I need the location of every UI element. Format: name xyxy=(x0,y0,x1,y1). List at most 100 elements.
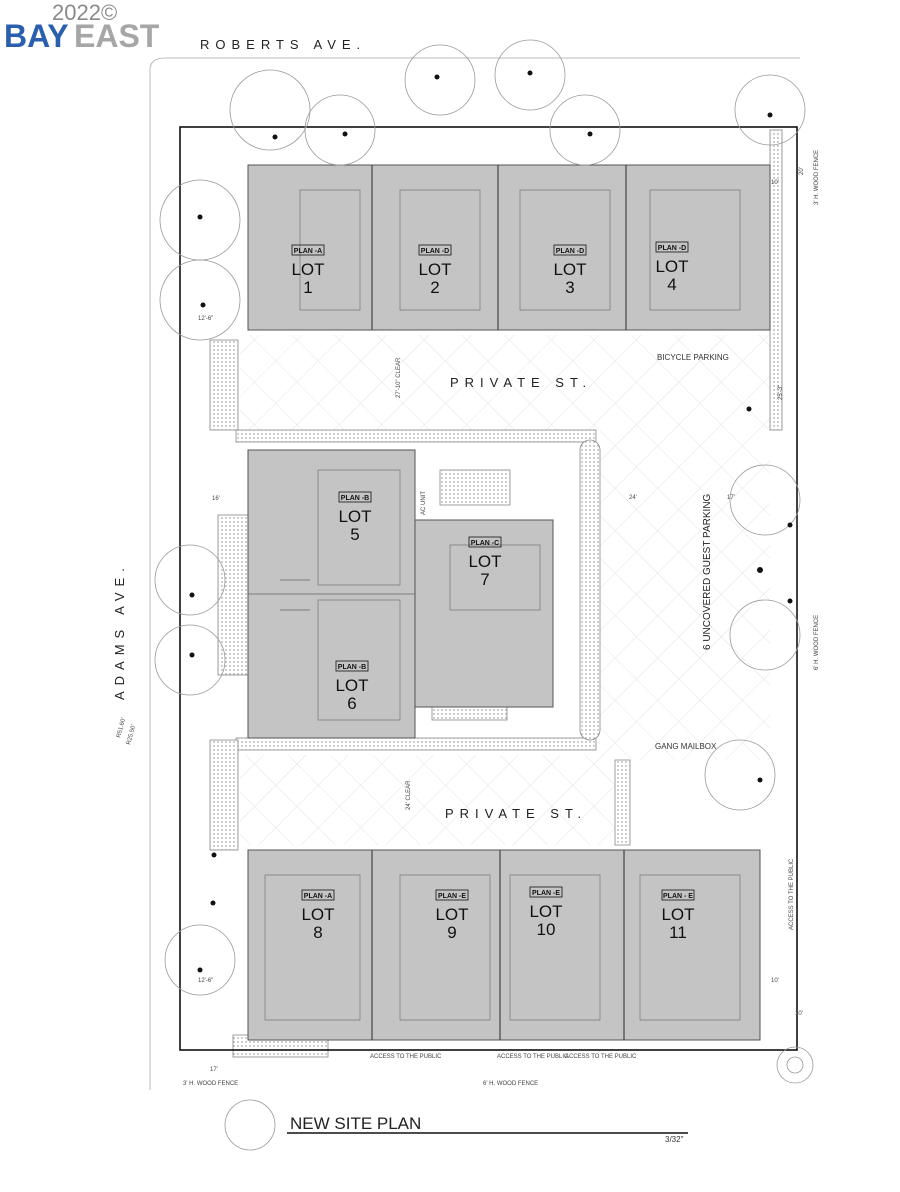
plan-label: PLAN -D xyxy=(658,245,686,252)
walkway xyxy=(209,739,239,851)
svg-text:27'-10" CLEAR: 27'-10" CLEAR xyxy=(396,357,402,398)
plan-tag xyxy=(661,889,695,901)
lot-word: LOT xyxy=(338,507,371,526)
walkway xyxy=(209,339,239,431)
lot-number: 10 xyxy=(537,920,556,939)
svg-text:17': 17' xyxy=(727,495,735,501)
drawing-title: NEW SITE PLAN xyxy=(290,1114,421,1133)
bicycle-parking-label: BICYCLE PARKING xyxy=(657,353,729,362)
private-street-bottom-label: PRIVATE ST. xyxy=(445,806,587,821)
lot-number: 4 xyxy=(667,275,676,294)
lot-word: LOT xyxy=(468,552,501,571)
lot-number: 11 xyxy=(669,923,687,942)
lot-word: LOT xyxy=(418,260,451,279)
lot-number: 9 xyxy=(447,923,456,942)
lot-word: LOT xyxy=(553,260,586,279)
access-public-3: ACCESS TO THE PUBLIC xyxy=(565,1054,637,1060)
guest-parking-area xyxy=(600,430,770,760)
svg-text:24': 24' xyxy=(629,495,637,501)
lot-number: 3 xyxy=(565,278,574,297)
plan-label: PLAN - E xyxy=(663,893,693,900)
north-arrow-icon xyxy=(224,1099,276,1151)
svg-text:10': 10' xyxy=(795,1011,803,1017)
dimensions: 20' 10' 12'-6" 27'-10" CLEAR 25'-3" 16' … xyxy=(116,167,805,1073)
gang-mailbox-label: GANG MAILBOX xyxy=(655,742,717,751)
plan-tag xyxy=(301,889,335,901)
plan-label: PLAN -E xyxy=(532,890,560,897)
plan-tag xyxy=(338,491,372,503)
lot-number: 1 xyxy=(303,278,312,297)
plan-tag xyxy=(291,244,325,256)
logo-east: EAST xyxy=(74,18,160,54)
svg-text:20': 20' xyxy=(799,167,805,175)
drawing-scale: 3/32" xyxy=(665,1135,684,1144)
plan-label: PLAN -D xyxy=(556,248,584,255)
property-boundary xyxy=(179,126,798,1051)
svg-text:10': 10' xyxy=(771,180,779,186)
access-public-1: ACCESS TO THE PUBLIC xyxy=(370,1054,442,1060)
plan-label: PLAN -B xyxy=(341,495,369,502)
access-public-2: ACCESS TO THE PUBLIC xyxy=(497,1054,569,1060)
building-lots-1-4 xyxy=(247,164,771,331)
lot-word: LOT xyxy=(301,905,334,924)
plan-label: PLAN -C xyxy=(471,540,499,547)
walkway xyxy=(235,429,597,443)
lot-word: LOT xyxy=(655,257,688,276)
svg-text:17': 17' xyxy=(210,1067,218,1073)
walkway xyxy=(579,439,601,741)
private-street-bottom xyxy=(240,755,630,845)
svg-text:R25.50': R25.50' xyxy=(126,724,137,745)
curb-line xyxy=(149,57,800,1090)
building-lots-5-7 xyxy=(247,449,554,739)
svg-text:25'-3": 25'-3" xyxy=(778,385,784,400)
fence-3-bottom: 3' H. WOOD FENCE xyxy=(183,1081,238,1087)
plan-label: PLAN -A xyxy=(294,248,322,255)
lot-number: 6 xyxy=(347,694,356,713)
street-adams: ADAMS AVE. xyxy=(112,562,127,700)
plan-tag xyxy=(418,244,452,256)
lot-word: LOT xyxy=(291,260,324,279)
ac-unit-label: AC UNIT xyxy=(421,491,427,515)
walkway xyxy=(614,759,631,846)
svg-text:R51.60': R51.60' xyxy=(116,717,127,738)
plan-tag xyxy=(553,244,587,256)
fence-3-top: 3' H. WOOD FENCE xyxy=(814,150,820,205)
street-roberts: ROBERTS AVE. xyxy=(200,37,366,52)
lot-word: LOT xyxy=(661,905,694,924)
fence-6-bottom: 6' H. WOOD FENCE xyxy=(483,1081,538,1087)
plan-tag xyxy=(435,889,469,901)
logo-year: 2022© xyxy=(52,0,117,25)
guest-parking-label: 6 UNCOVERED GUEST PARKING xyxy=(702,493,713,650)
plan-label: PLAN -B xyxy=(338,664,366,671)
lot-word: LOT xyxy=(435,905,468,924)
plan-label: PLAN -D xyxy=(421,248,449,255)
planter xyxy=(217,514,251,676)
fence-6-right: 6' H. WOOD FENCE xyxy=(814,615,820,670)
svg-text:10': 10' xyxy=(771,978,779,984)
plan-tag xyxy=(468,536,502,548)
svg-text:12'-6": 12'-6" xyxy=(198,978,213,984)
svg-text:24' CLEAR: 24' CLEAR xyxy=(406,780,412,810)
lot-word: LOT xyxy=(335,676,368,695)
logo-bay: BAY xyxy=(4,18,69,54)
lot-number: 2 xyxy=(430,278,439,297)
access-public-side: ACCESS TO THE PUBLIC xyxy=(789,858,795,930)
svg-text:16': 16' xyxy=(212,496,220,502)
lot-number: 7 xyxy=(480,570,489,589)
building-lots-8-11 xyxy=(247,849,761,1041)
plan-tag xyxy=(529,886,563,898)
private-street-top xyxy=(240,335,770,430)
lot-number: 8 xyxy=(313,923,322,942)
